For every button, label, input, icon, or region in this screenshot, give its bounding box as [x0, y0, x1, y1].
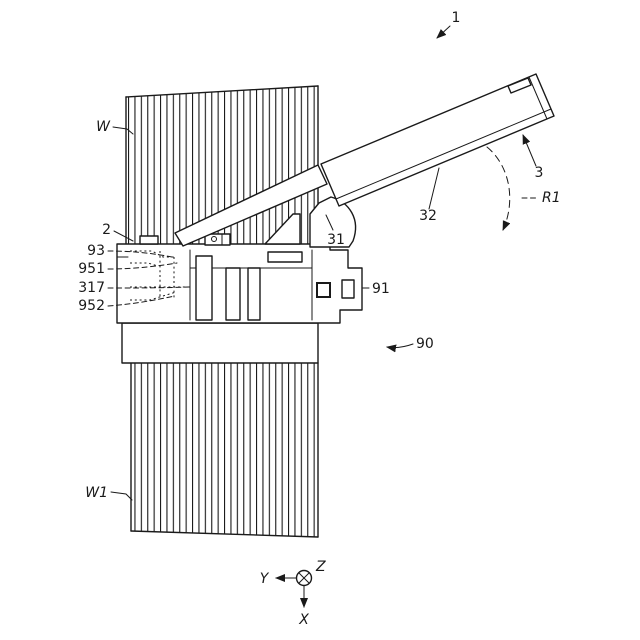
axis-origin-cross-2 [298, 572, 310, 584]
label-ref-31: 31 [327, 232, 345, 248]
label-ref-w1: W1 [85, 485, 108, 501]
label-ref-2: 2 [102, 222, 111, 238]
ref-952-leader [107, 295, 176, 307]
label-ref-w: W [96, 119, 111, 135]
actuator-lever [320, 73, 555, 207]
coordinate-axes: Y X Z [260, 559, 326, 628]
lock-detail [316, 282, 331, 298]
axis-label-y: Y [260, 571, 270, 587]
lever-latch-window [507, 77, 532, 94]
ref-w1-leader [110, 491, 133, 501]
label-ref-91: 91 [372, 281, 390, 297]
lower-cable-band [130, 362, 319, 538]
label-ref-r1: R1 [542, 190, 561, 206]
label-ref-317: 317 [78, 280, 105, 296]
lever-end-cap-line [528, 76, 548, 120]
connector-assembly [116, 213, 363, 324]
lever-inner-edge [335, 108, 552, 200]
ref-317-leader [107, 286, 190, 289]
ref-951-leader [107, 262, 178, 270]
ref-1-arrow [436, 25, 451, 39]
label-ref-3: 3 [535, 165, 544, 181]
label-ref-90: 90 [416, 336, 434, 352]
label-ref-951: 951 [78, 261, 105, 277]
ref-3-arrow [522, 134, 537, 167]
reference-leaders: 1 W 2 93 951 317 952 91 90 31 32 3 [78, 10, 560, 501]
label-ref-1: 1 [452, 10, 461, 26]
lever-blade [174, 164, 328, 247]
lever-arm-body [320, 73, 555, 207]
ref-90-arrow [386, 343, 414, 353]
housing-top-bracket [204, 233, 231, 246]
housing-inner-details [116, 249, 355, 321]
side-block-window [341, 279, 355, 299]
label-ref-32: 32 [419, 208, 437, 224]
ref-31-leader [325, 214, 334, 231]
ref-32-leader [428, 167, 440, 210]
rotation-arc-r1 [486, 146, 511, 231]
axis-label-z: Z [315, 559, 326, 575]
support-brace [264, 213, 301, 245]
label-ref-952: 952 [78, 298, 105, 314]
lower-cable-hatching [131, 363, 318, 537]
lower-cable-bottom-edge [130, 530, 319, 538]
upper-cable-top-edge [125, 85, 319, 98]
ref-2-leader [113, 230, 134, 242]
axis-label-x: X [298, 612, 309, 628]
ref-w-leader [112, 126, 134, 135]
label-ref-93: 93 [87, 243, 105, 259]
housing-top-tab [139, 235, 159, 245]
lever-hinge-cam [309, 196, 357, 248]
base-plate [121, 322, 319, 364]
